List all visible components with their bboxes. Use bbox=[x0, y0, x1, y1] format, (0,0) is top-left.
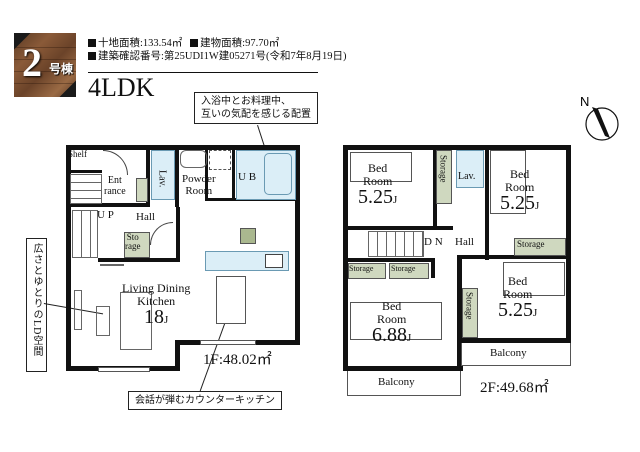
bed bbox=[503, 262, 565, 296]
storage-label: Storage bbox=[391, 264, 416, 273]
washer-space bbox=[209, 150, 231, 170]
window bbox=[200, 340, 256, 345]
callout-living-space: 広さとゆとりのLD空間 bbox=[26, 238, 47, 372]
storage-2f-d bbox=[389, 263, 429, 279]
header-divider bbox=[88, 72, 318, 73]
stove bbox=[265, 254, 283, 268]
balcony-east[interactable] bbox=[461, 343, 571, 366]
balcony-label: Balcony bbox=[378, 376, 415, 388]
building-number-badge: 2 号棟 bbox=[14, 33, 76, 97]
callout-bath-kitchen: 入浴中とお料理中、 互いの気配を感じる配置 bbox=[194, 92, 318, 124]
dn-label: D N bbox=[424, 236, 443, 248]
storage-label: Storage bbox=[438, 155, 449, 183]
staircase-1f[interactable] bbox=[72, 210, 98, 258]
ub-label: U B bbox=[238, 171, 257, 183]
window bbox=[98, 367, 150, 372]
property-info: 十地面積:133.54㎡ 建物面積:97.70㎡ 建築確認番号:第25UDI1W… bbox=[88, 37, 346, 63]
shoe-cabinet bbox=[136, 178, 148, 202]
lav-label: Lav. bbox=[156, 170, 168, 188]
storage-2f-c bbox=[348, 263, 386, 279]
building-number: 2 bbox=[22, 40, 42, 85]
lav-2f-label: Lav. bbox=[458, 171, 476, 182]
svg-text:N: N bbox=[580, 94, 589, 109]
dining-table bbox=[216, 276, 246, 324]
tv-board bbox=[74, 290, 82, 330]
toilet-room bbox=[151, 150, 175, 200]
fridge bbox=[240, 228, 256, 244]
coffee-table bbox=[96, 306, 110, 336]
bed bbox=[490, 150, 526, 214]
sofa bbox=[120, 292, 152, 350]
up-label: U P bbox=[97, 209, 114, 221]
floor2-area: 2F:49.68㎡ bbox=[480, 380, 549, 396]
layout-type: 4LDK bbox=[88, 73, 155, 102]
north-arrow-icon: N bbox=[580, 94, 619, 141]
callout-line-1: 入浴中とお料理中、 bbox=[201, 96, 291, 107]
building-suffix: 号棟 bbox=[49, 62, 74, 76]
balcony-label: Balcony bbox=[490, 347, 527, 359]
building-area: 建物面積:97.70㎡ bbox=[200, 38, 280, 49]
bed bbox=[350, 302, 442, 340]
storage-label: Storage bbox=[349, 264, 374, 273]
callout-line-2: 互いの気配を感じる配置 bbox=[201, 109, 311, 120]
staircase-lower bbox=[100, 264, 124, 266]
storage-label: Storage bbox=[517, 239, 545, 249]
entrance-step bbox=[70, 174, 102, 204]
bathtub bbox=[264, 153, 292, 195]
floor1-area: 1F:48.02㎡ bbox=[203, 352, 272, 368]
hall-label: Hall bbox=[136, 211, 155, 223]
balcony-south[interactable] bbox=[347, 371, 461, 396]
storage-label: Storage bbox=[464, 292, 475, 320]
storage-2f-b bbox=[514, 238, 566, 256]
bed bbox=[350, 152, 412, 182]
storage-1f bbox=[124, 232, 150, 258]
hall-2f-label: Hall bbox=[455, 236, 474, 248]
permit-number: 建築確認番号:第25UDI1W建05271号(令和7年8月19日) bbox=[98, 51, 347, 62]
land-area: 十地面積:133.54㎡ bbox=[98, 38, 183, 49]
storage-2f-e bbox=[462, 288, 478, 338]
washbasin bbox=[180, 150, 207, 168]
staircase-2f[interactable] bbox=[368, 231, 424, 257]
storage-2f-a bbox=[436, 150, 452, 204]
toilet-room-2f bbox=[456, 150, 484, 188]
callout-counter-kitchen: 会話が弾むカウンターキッチン bbox=[128, 391, 282, 410]
shelf-label: Shelf bbox=[68, 149, 87, 159]
